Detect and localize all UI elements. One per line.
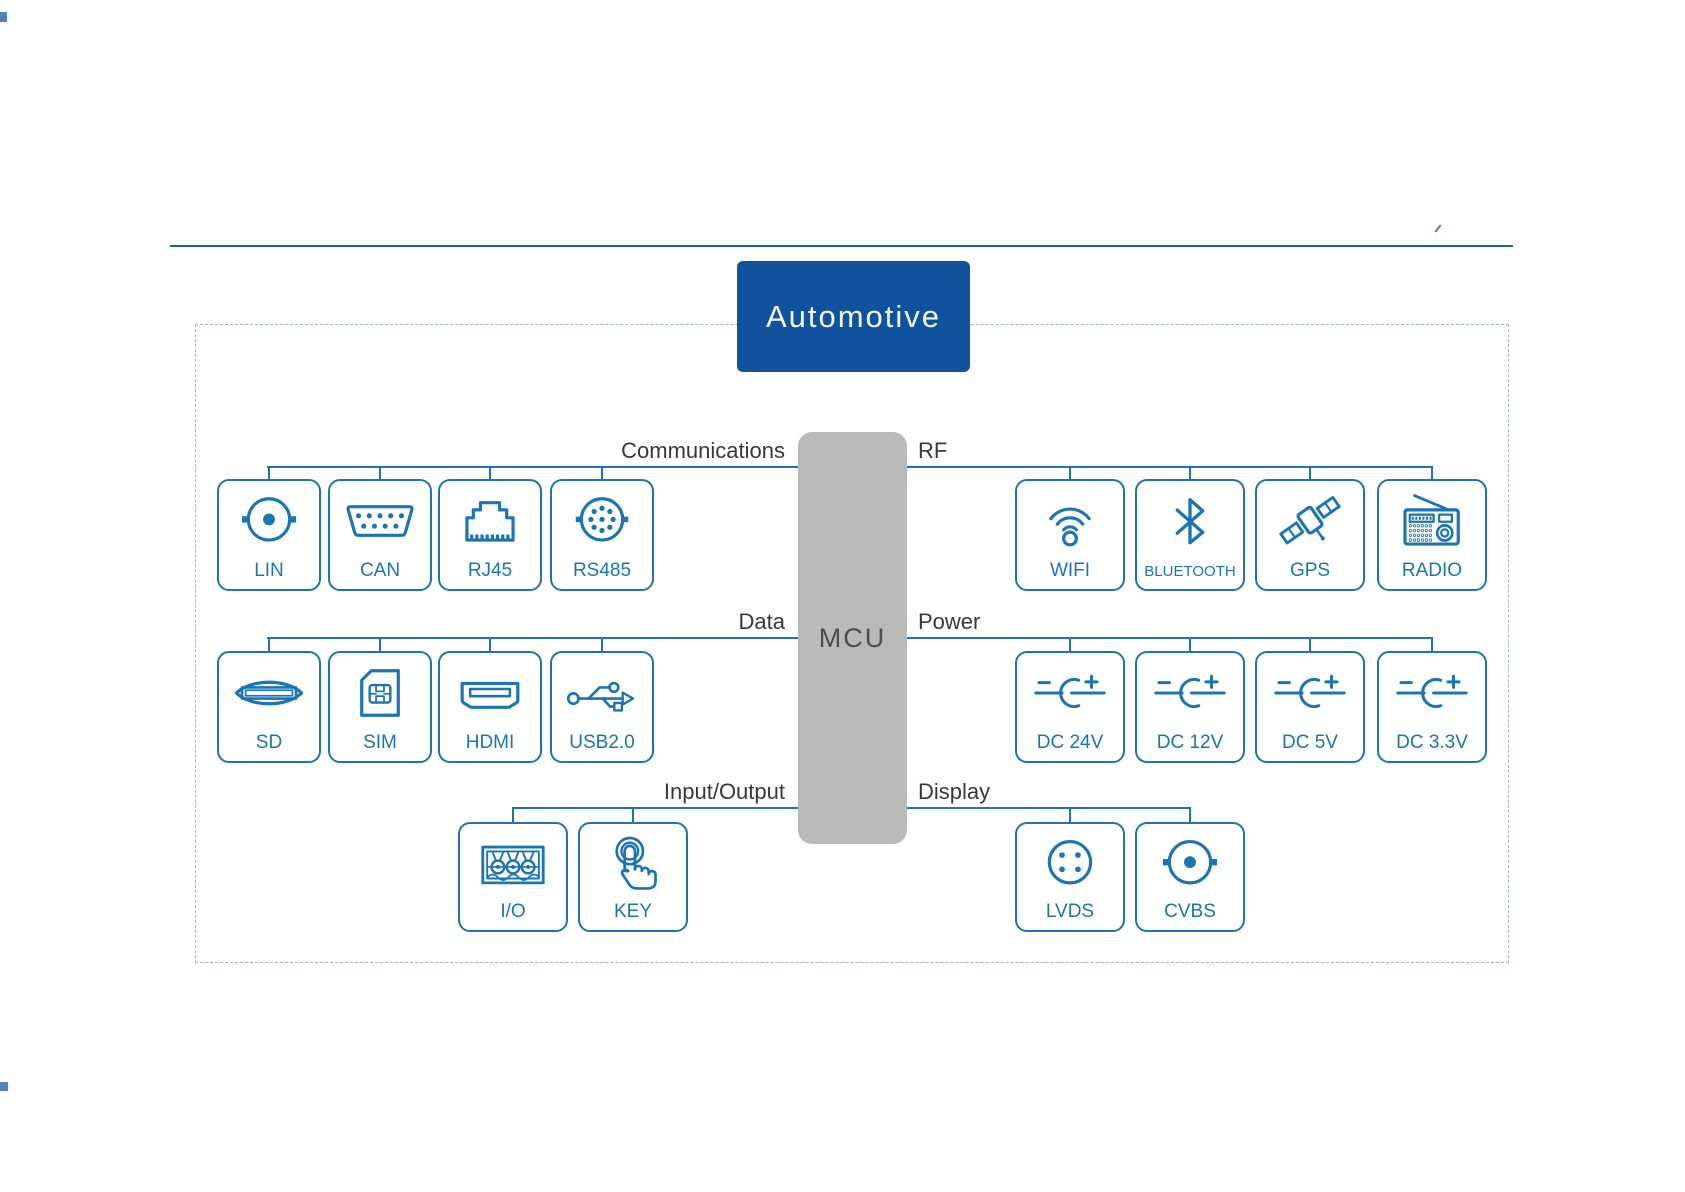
satellite-icon xyxy=(1257,481,1363,560)
node-dc3v3: DC 3.3V xyxy=(1377,651,1487,763)
usb-icon xyxy=(552,653,652,732)
node-label: GPS xyxy=(1289,560,1331,581)
node-label: WIFI xyxy=(1049,560,1091,581)
hdmi-port-icon xyxy=(440,653,540,732)
connector-stub xyxy=(1069,637,1071,652)
terminal-block-icon xyxy=(460,824,566,901)
radio-icon xyxy=(1379,481,1485,560)
connector-stub xyxy=(268,466,270,480)
sd-slot-icon xyxy=(219,653,319,732)
node-label: LIN xyxy=(254,560,284,581)
connector-line-communications xyxy=(267,466,798,468)
page-title: Automotive xyxy=(737,261,970,372)
node-label: CAN xyxy=(359,560,401,581)
group-label-rf: RF xyxy=(918,438,948,463)
group-label-communications: Communications xyxy=(621,438,785,463)
node-label: SD xyxy=(255,732,283,753)
node-label: DC 5V xyxy=(1282,732,1338,753)
node-dc5v: DC 5V xyxy=(1255,651,1365,763)
connector-stub xyxy=(601,637,603,652)
node-io: I/O xyxy=(458,822,568,932)
node-label: RADIO xyxy=(1401,560,1463,581)
node-label: DC 12V xyxy=(1156,732,1224,753)
group-label-display: Display xyxy=(918,779,991,804)
node-label: I/O xyxy=(500,901,526,922)
node-hdmi: HDMI xyxy=(438,651,542,763)
node-label: KEY xyxy=(613,901,653,922)
node-label: BLUETOOTH xyxy=(1144,563,1236,580)
dc-power-icon xyxy=(1137,653,1243,732)
group-label-io: Input/Output xyxy=(663,779,785,804)
connector-stub xyxy=(489,466,491,480)
top-rule xyxy=(170,245,1513,247)
connector-stub xyxy=(379,466,381,480)
dc-power-icon xyxy=(1379,653,1485,732)
node-label: RJ45 xyxy=(467,560,513,581)
node-cvbs: CVBS xyxy=(1135,822,1245,932)
node-label: SIM xyxy=(363,732,397,753)
connector-stub xyxy=(1431,637,1433,652)
node-bluetooth: BLUETOOTH xyxy=(1135,479,1245,591)
sim-card-icon xyxy=(330,653,430,732)
connector-stub xyxy=(1431,466,1433,480)
wifi-icon xyxy=(1017,481,1123,560)
node-sim: SIM xyxy=(328,651,432,763)
node-lvds: LVDS xyxy=(1015,822,1125,932)
touch-key-icon xyxy=(580,824,686,901)
edge-artifact xyxy=(0,1082,8,1091)
node-gps: GPS xyxy=(1255,479,1365,591)
node-label: RS485 xyxy=(572,560,632,581)
connector-stub xyxy=(632,807,634,823)
connector-stub xyxy=(601,466,603,480)
bnc-connector-icon xyxy=(1137,824,1243,901)
connector-stub xyxy=(1309,637,1311,652)
group-label-power: Power xyxy=(918,609,981,634)
node-label: CVBS xyxy=(1164,901,1216,922)
node-rs485: RS485 xyxy=(550,479,654,591)
stray-mark xyxy=(1434,224,1442,233)
node-wifi: WIFI xyxy=(1015,479,1125,591)
lvds-connector-icon xyxy=(1017,824,1123,901)
connector-line-display xyxy=(907,807,1191,809)
connector-stub xyxy=(1309,466,1311,480)
node-sd: SD xyxy=(217,651,321,763)
db9-connector-icon xyxy=(330,481,430,560)
node-label: USB2.0 xyxy=(569,732,635,753)
connector-stub xyxy=(1189,637,1191,652)
bluetooth-icon xyxy=(1137,481,1243,563)
connector-stub xyxy=(268,637,270,652)
node-dc12v: DC 12V xyxy=(1135,651,1245,763)
node-label: LVDS xyxy=(1045,901,1095,922)
node-usb: USB2.0 xyxy=(550,651,654,763)
connector-line-power xyxy=(907,637,1433,639)
connector-stub xyxy=(1189,807,1191,823)
dc-power-icon xyxy=(1017,653,1123,732)
node-lin: LIN xyxy=(217,479,321,591)
node-can: CAN xyxy=(328,479,432,591)
mcu-block: MCU xyxy=(798,432,907,844)
connector-stub xyxy=(1069,466,1071,480)
connector-stub xyxy=(512,807,514,823)
connector-stub xyxy=(1189,466,1191,480)
group-label-data: Data xyxy=(738,609,785,634)
node-label: DC 3.3V xyxy=(1396,732,1468,753)
ethernet-port-icon xyxy=(440,481,540,560)
dc-power-icon xyxy=(1257,653,1363,732)
connector-line-data xyxy=(267,637,798,639)
node-label: HDMI xyxy=(465,732,515,753)
node-key: KEY xyxy=(578,822,688,932)
node-label: DC 24V xyxy=(1036,732,1104,753)
edge-artifact xyxy=(0,12,7,22)
bnc-connector-icon xyxy=(219,481,319,560)
connector-stub xyxy=(1069,807,1071,823)
node-radio: RADIO xyxy=(1377,479,1487,591)
connector-line-rf xyxy=(907,466,1433,468)
din-connector-icon xyxy=(552,481,652,560)
connector-stub xyxy=(489,637,491,652)
connector-stub xyxy=(379,637,381,652)
node-dc24v: DC 24V xyxy=(1015,651,1125,763)
node-rj45: RJ45 xyxy=(438,479,542,591)
connector-line-io xyxy=(512,807,798,809)
